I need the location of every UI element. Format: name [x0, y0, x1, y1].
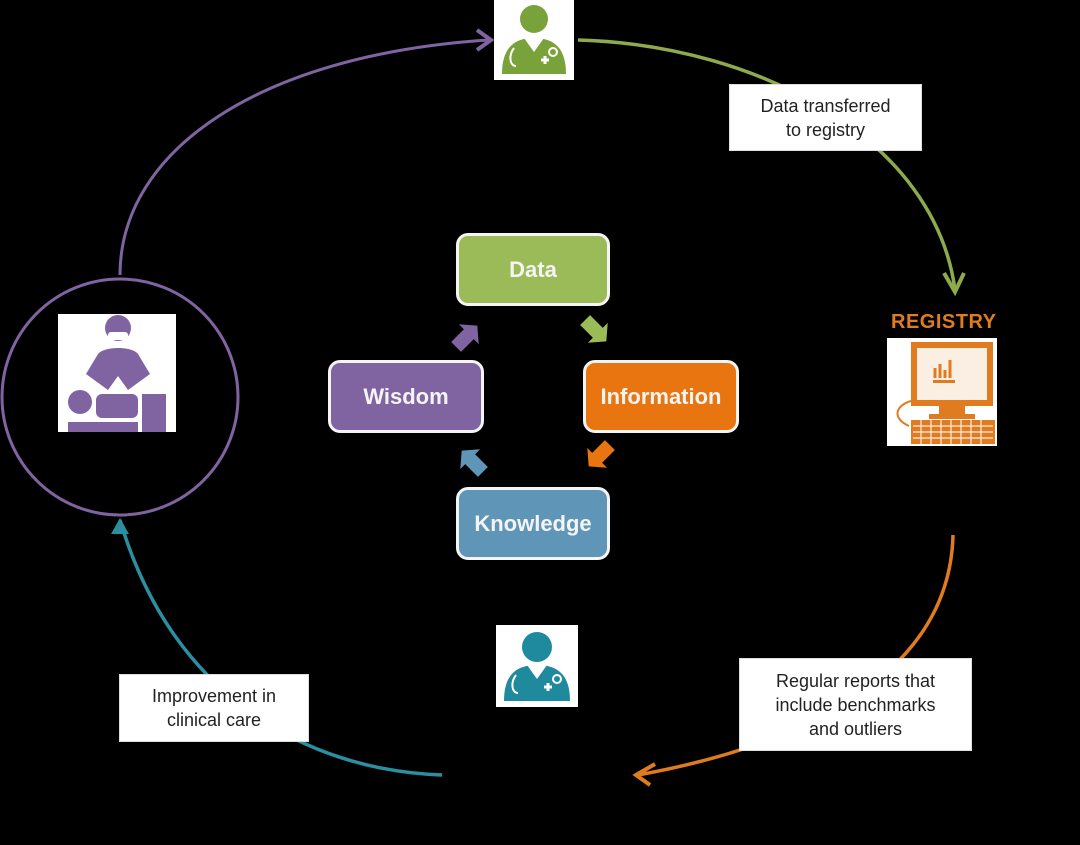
arrow-information-to-knowledge	[587, 440, 615, 468]
clinical-care-circle	[0, 277, 240, 517]
arrow-wisdom-to-data	[451, 324, 479, 352]
arrow-knowledge-to-wisdom	[460, 449, 488, 477]
arc-to-registry	[577, 38, 957, 291]
registry-title: REGISTRY	[891, 311, 997, 333]
arc-to-doctor	[118, 38, 489, 276]
label-line: and outliers	[808, 718, 903, 739]
node-label: Data	[509, 256, 557, 282]
doctor-icon-top	[494, 0, 574, 80]
doctor-icon-bottom	[496, 625, 578, 707]
node-knowledge: Knowledge	[456, 487, 610, 560]
node-wisdom: Wisdom	[328, 360, 484, 433]
arrowhead-green	[942, 271, 966, 297]
label-line: Data transferred	[760, 95, 891, 116]
label-line: Improvement in	[151, 686, 277, 706]
label-data-transferred: Data transferred to registry	[729, 84, 922, 151]
label-line: include benchmarks	[775, 694, 936, 715]
node-data: Data	[456, 233, 610, 306]
cpr-clinician-icon	[58, 314, 176, 432]
label-line: clinical care	[166, 710, 262, 730]
node-information: Information	[583, 360, 739, 433]
arrow-data-to-information	[580, 315, 608, 343]
label-improvement: Improvement in clinical care	[119, 674, 309, 742]
label-regular-reports: Regular reports that include benchmarks …	[739, 658, 972, 751]
label-line: Regular reports that	[775, 670, 936, 691]
label-line: to registry	[785, 119, 866, 140]
node-label: Wisdom	[363, 383, 449, 409]
arrowhead-teal	[111, 518, 129, 534]
node-label: Knowledge	[474, 510, 592, 536]
arrowhead-orange	[632, 762, 657, 787]
computer-icon	[887, 338, 997, 446]
arrowhead-purple	[475, 28, 495, 52]
node-label: Information	[600, 383, 722, 409]
